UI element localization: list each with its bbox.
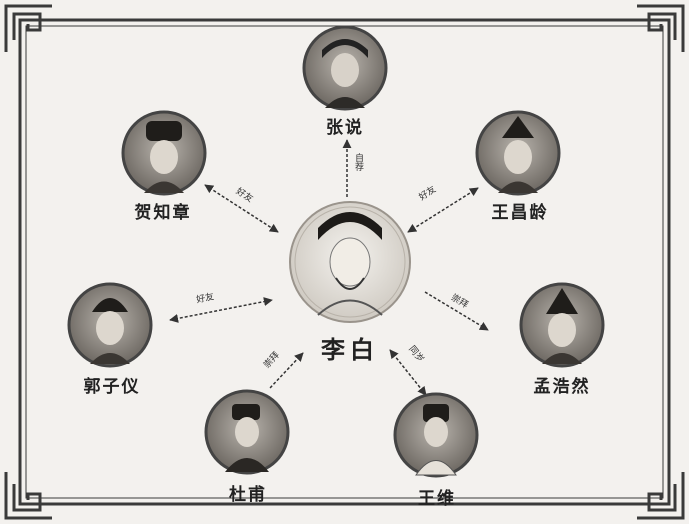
name-menghaoran: 孟浩然 xyxy=(534,372,591,397)
portrait-dufu xyxy=(206,391,288,473)
portrait-wangwei xyxy=(395,394,477,476)
corner-ornament-bottom-left xyxy=(6,472,52,518)
name-hezhizhang: 贺知章 xyxy=(135,198,192,223)
name-guoziyi: 郭子仪 xyxy=(84,372,141,397)
name-zhangyue: 张说 xyxy=(326,113,364,138)
corner-ornament-top-right xyxy=(637,6,683,52)
portrait-wangchangling xyxy=(477,112,559,194)
portrait-hezhizhang xyxy=(123,112,205,194)
portraits xyxy=(69,27,603,476)
name-libai: 李白 xyxy=(321,330,379,365)
portrait-menghaoran xyxy=(521,284,603,366)
portrait-zhangyue xyxy=(304,27,386,109)
connector-guoziyi xyxy=(170,300,272,320)
relation-label-zhangyue: 自荐 xyxy=(352,153,365,171)
portrait-libai xyxy=(290,202,410,322)
portrait-guoziyi xyxy=(69,284,151,366)
corner-ornament-bottom-right xyxy=(637,472,683,518)
name-wangchangling: 王昌龄 xyxy=(492,198,549,223)
name-dufu: 杜甫 xyxy=(229,480,267,505)
corner-ornament-top-left xyxy=(6,6,52,52)
name-wangwei: 王维 xyxy=(418,484,456,509)
